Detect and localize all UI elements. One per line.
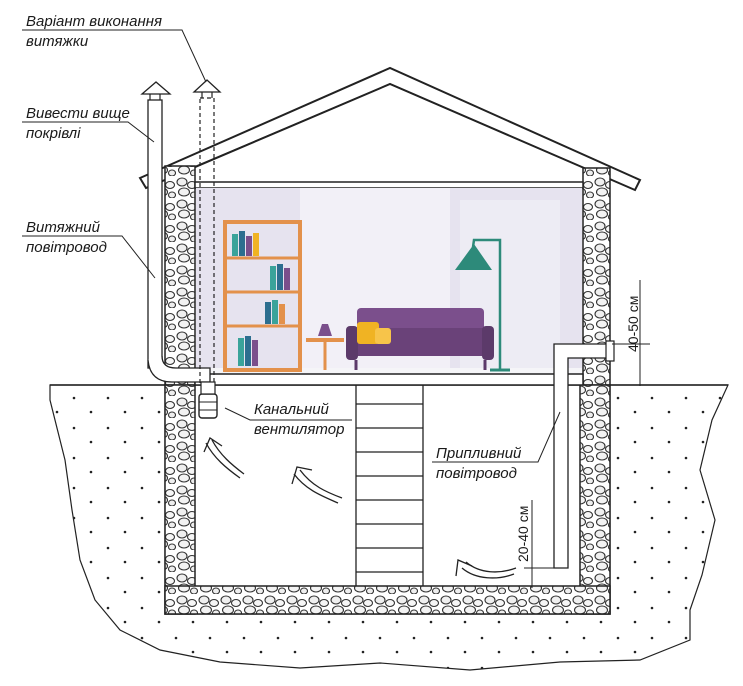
side-table	[306, 324, 344, 370]
airflow-arrows	[203, 437, 517, 579]
dimension-floor-height-label: 20-40 см	[515, 506, 531, 562]
left-wall-basement	[164, 384, 196, 615]
airflow-arrow-center	[299, 469, 343, 499]
supply-duct	[553, 340, 615, 569]
room-floor	[196, 368, 582, 374]
roof	[138, 66, 642, 192]
right-wall-basement	[579, 384, 611, 615]
leader-above-roof	[22, 121, 155, 143]
dimension-floor-height	[524, 500, 556, 588]
duct-fan	[198, 381, 218, 419]
leader-supply-duct	[432, 411, 561, 463]
label-duct-fan-line2: вентилятор	[254, 421, 344, 438]
label-exhaust-duct-line1: Витяжний	[26, 219, 101, 236]
label-above-roof-line2: покрівлі	[26, 125, 81, 142]
dimension-outside-height-label: 40-50 см	[625, 296, 641, 352]
first-floor-slab	[194, 373, 584, 386]
dimension-outside-height	[612, 280, 650, 386]
label-exhaust-variant-line1: Варіант виконання	[26, 13, 162, 30]
sofa	[346, 308, 494, 370]
airflow-arrow-right	[461, 567, 515, 579]
leader-exhaust-variant	[22, 29, 207, 83]
bookshelf	[223, 220, 302, 372]
leader-exhaust-duct	[22, 235, 156, 279]
left-wall-upper	[164, 165, 196, 386]
label-duct-fan-line1: Канальний	[254, 401, 330, 418]
exhaust-duct-variant	[192, 79, 222, 385]
basement-ladder	[355, 385, 424, 586]
label-supply-duct-line1: Припливний	[436, 445, 522, 462]
floor-lamp	[455, 238, 510, 372]
exhaust-duct-external	[140, 81, 211, 383]
airflow-arrow-left	[211, 439, 245, 475]
label-exhaust-duct-line2: повітровод	[26, 239, 107, 256]
roof-inner	[167, 83, 613, 181]
basement-floor-slab	[164, 585, 611, 615]
ceiling-beam	[194, 181, 584, 189]
label-exhaust-variant-line2: витяжки	[26, 33, 89, 50]
label-above-roof-line1: Вивести вище	[26, 105, 130, 122]
label-supply-duct-line2: повітровод	[436, 465, 517, 482]
leader-duct-fan	[224, 407, 352, 421]
